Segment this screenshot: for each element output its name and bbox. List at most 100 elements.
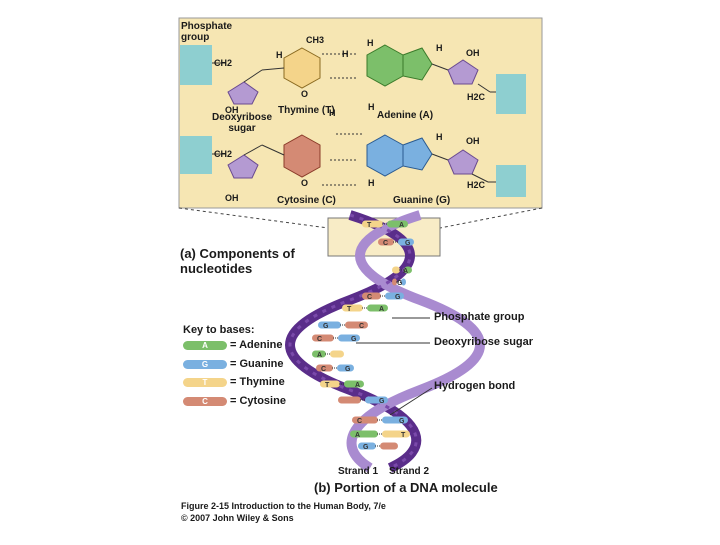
guanine-label: Guanine (G) — [393, 195, 451, 206]
rung-left-letter: G — [323, 323, 329, 330]
phosphate-box-top-left — [180, 45, 212, 85]
rung-right-base — [337, 364, 354, 372]
rung-right-letter: A — [355, 382, 360, 389]
rung-right-base — [382, 430, 410, 438]
phosphate-group-helix-label: Phosphate group — [434, 311, 525, 323]
rung-left-base — [362, 292, 381, 300]
rung-right-letter: G — [345, 366, 351, 373]
rung-left-letter: C — [357, 418, 362, 425]
atom-h-5: H — [329, 108, 336, 118]
rung-left-letter: T — [347, 306, 352, 313]
rung-right-base — [345, 321, 368, 329]
rung-right-base — [330, 350, 344, 358]
sugar-pentagon-bottom-left — [227, 154, 259, 179]
rung-left-base — [358, 442, 376, 450]
atom-h-1: H — [276, 50, 283, 60]
hydrogen-bond-label: Hydrogen bond — [434, 380, 516, 392]
rung-left-letter: T — [325, 382, 330, 389]
rung-right-base — [401, 278, 406, 286]
rung-left-base — [392, 266, 400, 274]
rung-right-letter: C — [359, 323, 364, 330]
rung-right-letter: G — [379, 398, 385, 405]
atom-oh-top-left: OH — [225, 105, 239, 115]
cytosine-label: Cytosine (C) — [277, 195, 336, 206]
atom-h-7: H — [368, 178, 375, 188]
rung-right-letter: G — [351, 336, 357, 343]
rung-right-base — [365, 396, 388, 404]
sugar-pentagon-bottom-right — [447, 149, 479, 175]
rung-left-letter: A — [317, 352, 322, 359]
deoxyribose-sugar-label: Deoxyribose sugar — [211, 112, 273, 134]
rung-right-base — [367, 304, 388, 312]
atom-h-3: H — [436, 43, 443, 53]
key-swatch-a: A — [183, 341, 227, 350]
caption-line-2: © 2007 John Wiley & Sons — [181, 513, 294, 523]
rung-left-base — [318, 321, 341, 329]
panel-a-title: (a) Components of nucleotides — [180, 246, 295, 276]
key-label-c: = Cytosine — [230, 394, 286, 407]
key-swatch-c: C — [183, 396, 227, 406]
key-swatch-t: T — [183, 378, 227, 387]
atom-h2c-bottom: H2C — [467, 180, 486, 190]
key-label-g: = Guanine — [230, 357, 284, 370]
cytosine-ring — [283, 134, 321, 178]
rung-right-letter: G — [405, 240, 411, 247]
atom-ch2-top: CH2 — [214, 58, 233, 68]
rung-right-base — [398, 238, 414, 246]
rung-right-letter: G — [397, 280, 403, 287]
phosphate-box-bottom-right — [496, 165, 526, 197]
rung-right-letter: A — [399, 222, 404, 229]
sugar-pentagon-top-right — [447, 59, 479, 85]
rung-right-letter: T — [401, 432, 406, 439]
atom-h-2: H — [367, 38, 374, 48]
rung-left-base — [342, 304, 363, 312]
rung-left-letter: C — [367, 294, 372, 301]
atom-h-4: H — [368, 102, 375, 112]
key-title: Key to bases: — [183, 324, 255, 336]
atom-oh-bottom: OH — [466, 136, 480, 146]
phosphate-group-label: Phosphate group — [181, 21, 233, 43]
hydrogen-bonds-panel-a — [322, 53, 362, 186]
rung-left-base — [312, 334, 334, 342]
callout-line-left — [178, 207, 329, 229]
sugar-pentagon-top-left — [227, 81, 259, 105]
rung-left-letter: G — [363, 444, 369, 451]
rung-right-base — [344, 380, 364, 388]
ch3-label: CH3 — [306, 35, 325, 45]
atom-ch2-bottom: CH2 — [214, 149, 233, 159]
adenine-label: Adenine (A) — [377, 110, 434, 121]
pointer-hydrogen-bond — [389, 387, 433, 416]
rung-right-base — [382, 416, 408, 424]
rung-left-base — [378, 238, 394, 246]
helix-strand-2-backbone — [346, 210, 485, 473]
guanine-ring-five — [402, 137, 433, 171]
rung-right-letter: G — [399, 418, 405, 425]
rung-left-base — [362, 220, 383, 228]
panel-b-title: (b) Portion of a DNA molecule — [314, 480, 498, 495]
key-swatch-g: G — [183, 359, 227, 369]
atom-o-thymine: O — [301, 89, 309, 99]
rung-left-letter: T — [367, 222, 372, 229]
rung-left-base — [320, 380, 340, 388]
rung-right-letter: G — [395, 294, 401, 301]
atom-oh-bottom-left: OH — [225, 193, 239, 203]
atom-oh-top: OH — [466, 48, 480, 58]
deoxyribose-sugar-helix-label: Deoxyribose sugar — [434, 336, 534, 348]
caption-line-1: Figure 2-15 Introduction to the Human Bo… — [181, 501, 386, 511]
strand-2-label: Strand 2 — [389, 466, 430, 477]
rung-left-base — [338, 396, 361, 404]
rung-left-base — [350, 430, 378, 438]
atom-h2c-top: H2C — [467, 92, 486, 102]
rung-left-base — [392, 278, 397, 286]
rung-left-letter: A — [355, 432, 360, 439]
rung-left-letter: C — [317, 336, 322, 343]
covalent-bonds — [212, 62, 496, 183]
rung-left-base — [316, 364, 333, 372]
helix-strand-1-backbone — [285, 210, 422, 473]
rung-right-base — [385, 292, 404, 300]
callout-line-right — [439, 207, 543, 229]
rung-left-base — [312, 350, 326, 358]
